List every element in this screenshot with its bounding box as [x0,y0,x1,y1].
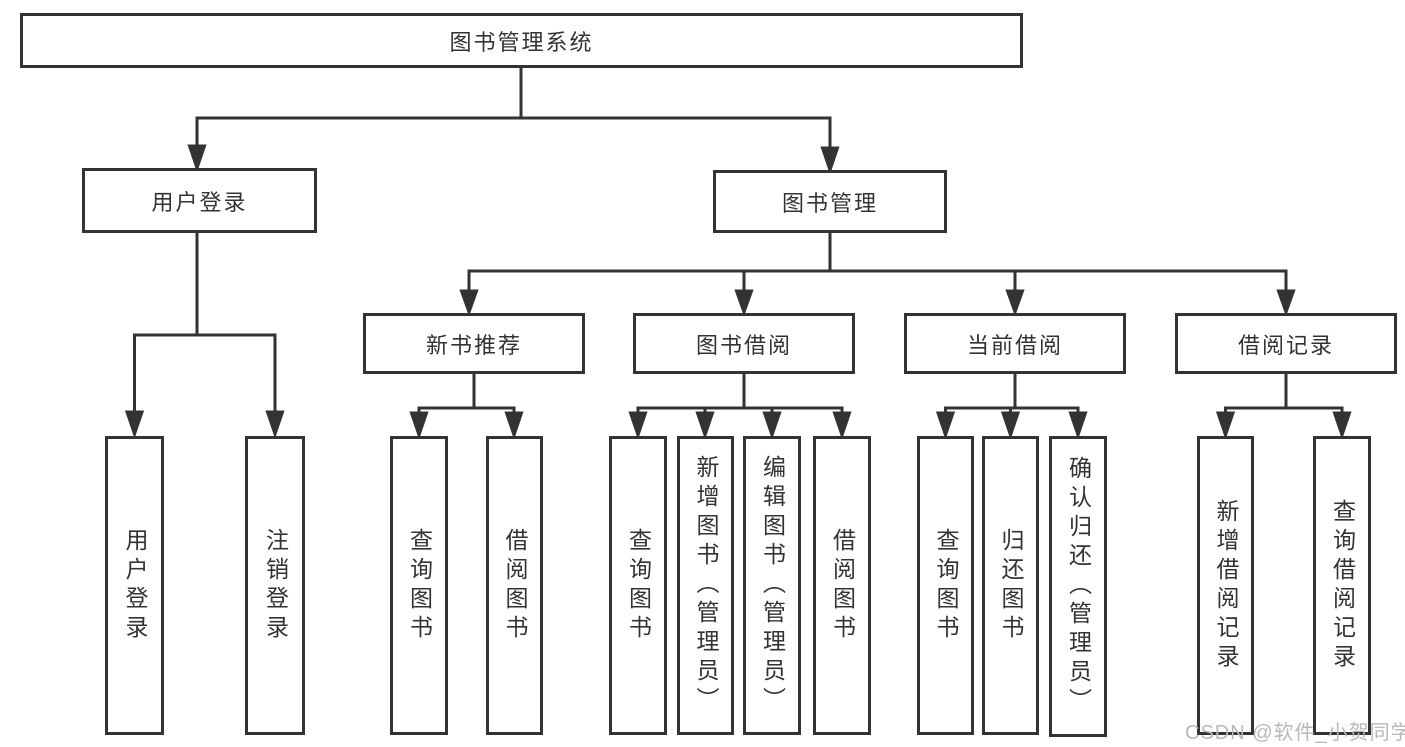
leaf-add-book-admin: 新增图书（管理员） [677,436,734,735]
leaf-query-books-2: 查询图书 [609,436,667,735]
leaf-query-books-1: 查询图书 [390,436,448,735]
edges-new-book-rec-children [409,374,524,440]
leaf-logout: 注销登录 [245,436,305,735]
leaf-user-login: 用户登录 [105,436,164,735]
node-root: 图书管理系统 [20,13,1023,68]
leaf-edit-book-admin: 编辑图书（管理员） [743,436,801,735]
node-borrow-records: 借阅记录 [1175,313,1397,374]
leaf-return-book: 归还图书 [982,436,1039,735]
node-book-borrow: 图书借阅 [633,313,855,374]
edges-user-login-children [124,233,285,439]
node-user-login: 用户登录 [82,168,317,233]
leaf-add-borrow-record: 新增借阅记录 [1197,436,1254,735]
leaf-borrow-books-1: 借阅图书 [486,436,543,735]
edges-book-borrow-children [628,374,852,440]
edges-book-mgmt-to-level3 [459,233,1296,317]
leaf-confirm-return-admin: 确认归还（管理员） [1049,436,1107,737]
node-current-borrow: 当前借阅 [904,313,1126,374]
edges-root-to-level2 [187,68,840,175]
leaf-query-borrow-record: 查询借阅记录 [1313,436,1371,735]
edges-borrow-records-children [1215,374,1352,440]
leaf-borrow-books-2: 借阅图书 [813,436,871,735]
leaf-query-books-3: 查询图书 [917,436,974,735]
node-book-mgmt: 图书管理 [713,170,947,233]
node-new-book-rec: 新书推荐 [363,313,585,374]
csdn-watermark: CSDN @软件_小贺同学 [1185,722,1405,744]
edges-current-borrow-children [935,374,1088,440]
